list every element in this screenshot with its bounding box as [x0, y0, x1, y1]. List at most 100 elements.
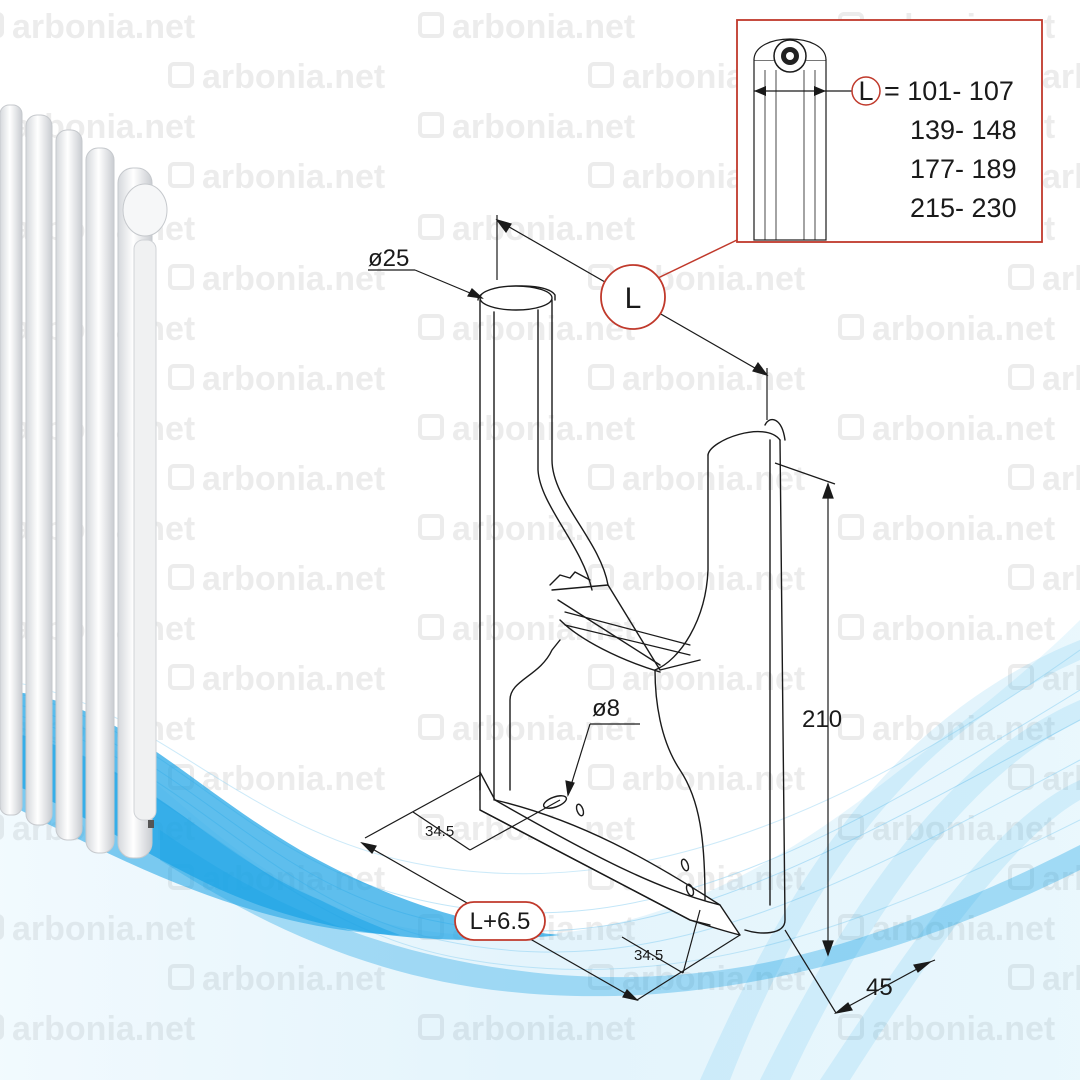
- watermark-item: arbonia.net: [838, 310, 1055, 348]
- watermark-logo-icon: [588, 764, 614, 790]
- watermark-text: arbonia.net: [452, 210, 635, 248]
- watermark-logo-icon: [168, 162, 194, 188]
- watermark-logo-icon: [418, 814, 444, 840]
- watermark-item: arbonia.net: [1008, 360, 1080, 398]
- inset-box: [736, 19, 1043, 243]
- watermark-text: arbonia.net: [1042, 460, 1080, 498]
- watermark-text: arbonia.net: [202, 58, 385, 96]
- watermark-item: arbonia.net: [588, 360, 805, 398]
- base-length-callout: [454, 901, 546, 941]
- watermark-item: arbonia.net: [588, 660, 805, 698]
- watermark-text: arbonia.net: [622, 760, 805, 798]
- hole-offset-left-label: 34.5: [425, 823, 454, 840]
- watermark-logo-icon: [168, 664, 194, 690]
- watermark-text: arbonia.net: [872, 310, 1055, 348]
- watermark-logo-icon: [838, 314, 864, 340]
- watermark-item: arbonia.net: [418, 210, 635, 248]
- watermark-text: arbonia.net: [202, 158, 385, 196]
- watermark-item: arbonia.net: [0, 8, 195, 46]
- watermark-logo-icon: [1008, 464, 1034, 490]
- watermark-text: arbonia.net: [202, 460, 385, 498]
- watermark-item: arbonia.net: [1008, 560, 1080, 598]
- top-diameter-label: ø25: [368, 245, 409, 272]
- dimension-lines: [360, 215, 936, 1015]
- watermark-text: arbonia.net: [1042, 360, 1080, 398]
- watermark-item: arbonia.net: [1008, 260, 1080, 298]
- watermark-item: arbonia.net: [168, 58, 385, 96]
- watermark-logo-icon: [1008, 264, 1034, 290]
- watermark-logo-icon: [168, 264, 194, 290]
- watermark-logo-icon: [838, 514, 864, 540]
- height-label: 210: [802, 706, 842, 733]
- hole-diameter-label: ø8: [592, 695, 620, 722]
- watermark-item: arbonia.net: [418, 310, 635, 348]
- watermark-text: arbonia.net: [1042, 560, 1080, 598]
- watermark-text: arbonia.net: [1042, 260, 1080, 298]
- watermark-logo-icon: [1008, 564, 1034, 590]
- watermark-text: arbonia.net: [1042, 158, 1080, 196]
- inset-callout-letter: L: [858, 76, 873, 106]
- watermark-text: arbonia.net: [202, 560, 385, 598]
- bracket-drawing: [477, 285, 786, 936]
- watermark-logo-icon: [588, 364, 614, 390]
- watermark-logo-icon: [418, 614, 444, 640]
- wave-background: [0, 620, 1080, 1080]
- callout-circles: [454, 239, 738, 941]
- inset-range-1: = 101- 107: [884, 76, 1014, 106]
- watermark-text: arbonia.net: [1042, 58, 1080, 96]
- radiator-image: [0, 104, 168, 859]
- watermark-text: arbonia.net: [202, 360, 385, 398]
- watermark-logo-icon: [418, 214, 444, 240]
- watermark-item: arbonia.net: [168, 460, 385, 498]
- watermark-logo-icon: [838, 714, 864, 740]
- watermark-text: arbonia.net: [872, 510, 1055, 548]
- watermark-logo-icon: [168, 62, 194, 88]
- watermark-text: arbonia.net: [622, 660, 805, 698]
- watermark-item: arbonia.net: [418, 710, 635, 748]
- watermark-text: arbonia.net: [872, 610, 1055, 648]
- dimension-text: ø25 L ø8 210 45 34.5 34.5 L+6.5 L = 101-…: [368, 76, 1017, 1001]
- watermark-text: arbonia.net: [202, 660, 385, 698]
- inset-range-2: 139- 148: [910, 115, 1017, 145]
- watermark-logo-icon: [588, 464, 614, 490]
- watermark-item: arbonia.net: [588, 560, 805, 598]
- length-callout-circle: [600, 264, 666, 330]
- base-length-label: L+6.5: [470, 908, 531, 935]
- watermark-text: arbonia.net: [12, 8, 195, 46]
- watermark-item: arbonia.net: [168, 660, 385, 698]
- watermark-logo-icon: [0, 12, 4, 38]
- watermark-logo-icon: [168, 464, 194, 490]
- watermark-logo-icon: [168, 564, 194, 590]
- watermark-text: arbonia.net: [452, 410, 635, 448]
- watermark-item: arbonia.net: [588, 460, 805, 498]
- depth-label: 45: [866, 974, 893, 1001]
- watermark-logo-icon: [588, 564, 614, 590]
- watermark-logo-icon: [588, 664, 614, 690]
- watermark-item: arbonia.net: [168, 260, 385, 298]
- watermark-logo-icon: [168, 364, 194, 390]
- watermark-logo-icon: [588, 62, 614, 88]
- watermark-text: arbonia.net: [872, 410, 1055, 448]
- watermark-item: arbonia.net: [838, 510, 1055, 548]
- watermark-logo-icon: [838, 414, 864, 440]
- watermark-item: arbonia.net: [418, 410, 635, 448]
- watermark-item: arbonia.net: [168, 560, 385, 598]
- watermark-text: arbonia.net: [452, 710, 635, 748]
- watermark-item: arbonia.net: [418, 108, 635, 146]
- watermark-text: arbonia.net: [452, 310, 635, 348]
- watermark-logo-icon: [418, 514, 444, 540]
- watermark-logo-icon: [418, 112, 444, 138]
- watermark-item: arbonia.net: [1008, 460, 1080, 498]
- watermark-item: arbonia.net: [838, 610, 1055, 648]
- watermark-text: arbonia.net: [202, 760, 385, 798]
- watermark-logo-icon: [418, 12, 444, 38]
- watermark-logo-icon: [418, 414, 444, 440]
- watermark-item: arbonia.net: [418, 510, 635, 548]
- watermark-text: arbonia.net: [622, 560, 805, 598]
- watermark-logo-icon: [1008, 364, 1034, 390]
- watermark-text: arbonia.net: [202, 260, 385, 298]
- watermark-text: arbonia.net: [622, 460, 805, 498]
- watermark-item: arbonia.net: [588, 760, 805, 798]
- watermark-text: arbonia.net: [622, 360, 805, 398]
